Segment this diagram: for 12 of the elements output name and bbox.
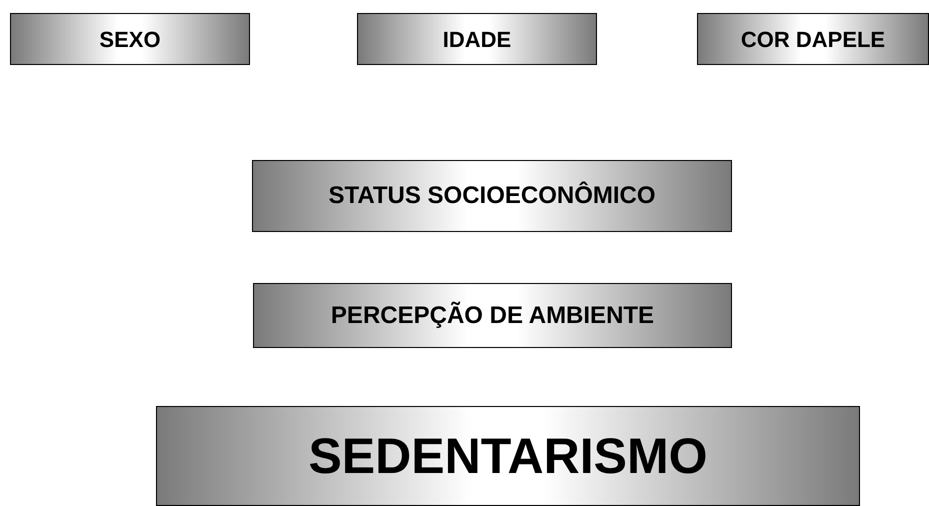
- box-label: PERCEPÇÃO DE AMBIENTE: [330, 300, 654, 330]
- gradient-box: [697, 13, 929, 65]
- box-label: COR DAPELE: [740, 26, 886, 54]
- gradient-box: [253, 283, 732, 348]
- box-label: SEXO: [99, 26, 161, 54]
- gradient-box: [156, 406, 860, 506]
- box-label: IDADE: [442, 26, 512, 54]
- gradient-box: [252, 160, 732, 232]
- gradient-box: [357, 13, 597, 65]
- gradient-box: [10, 13, 250, 65]
- box-label: STATUS SOCIOECONÔMICO: [328, 180, 656, 211]
- box-label: SEDENTARISMO: [308, 426, 708, 486]
